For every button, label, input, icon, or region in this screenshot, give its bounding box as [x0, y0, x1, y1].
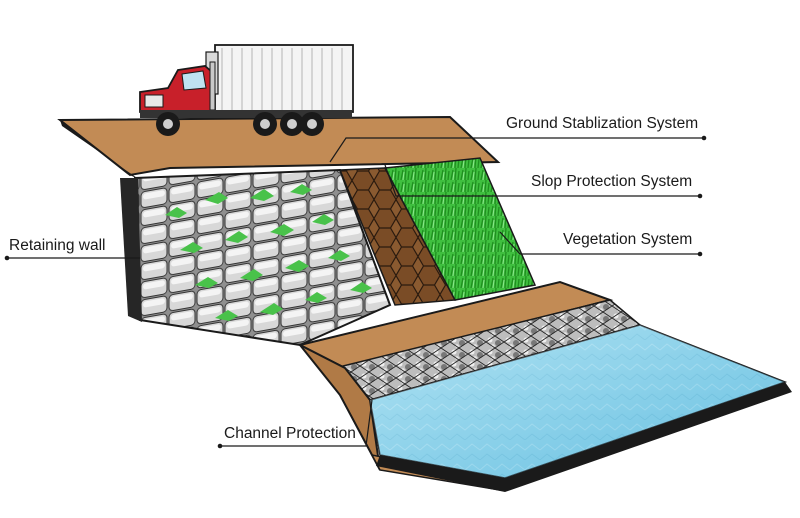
wall-grass-tufts — [165, 184, 372, 321]
truck-icon — [139, 44, 354, 136]
ground-block — [57, 115, 792, 492]
leader-dot-vegetation — [697, 251, 703, 257]
leader-slope — [384, 164, 700, 197]
retaining-wall-side — [120, 178, 142, 322]
leader-dot-ground — [701, 135, 707, 141]
label-slope-protection: Slop Protection System — [531, 173, 693, 190]
leader-channel — [220, 399, 373, 447]
label-ground-stabilization: Ground Stablization System — [506, 115, 699, 132]
channel-bank — [299, 344, 381, 471]
label-retaining-wall: Retaining wall — [9, 237, 106, 254]
leader-dot-slope — [697, 193, 703, 199]
leader-dot-retaining — [4, 255, 10, 261]
leader-ground — [329, 137, 704, 163]
callout-lines — [7, 137, 704, 447]
leader-dot-channel — [217, 443, 223, 449]
label-vegetation-system: Vegetation System — [563, 231, 693, 248]
leader-vegetation — [499, 231, 700, 255]
vegetation-slope — [383, 157, 537, 301]
label-channel-protection: Channel Protection — [224, 425, 356, 442]
